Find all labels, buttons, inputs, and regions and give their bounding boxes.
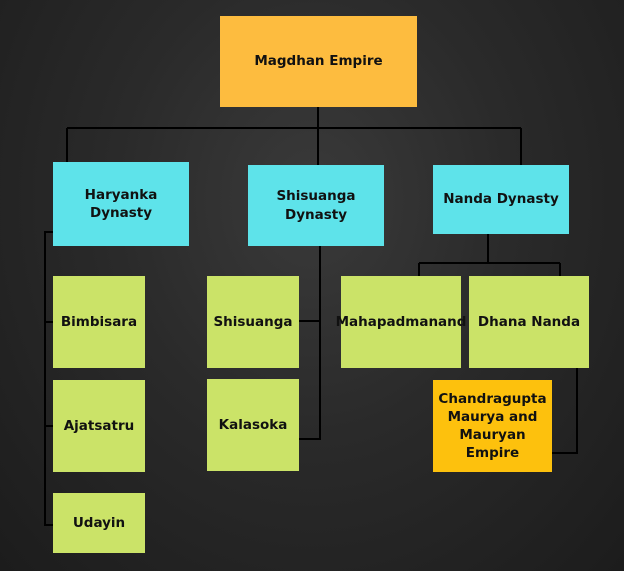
- root-label: Magdhan Empire: [254, 53, 383, 70]
- successor-connector: [552, 368, 578, 454]
- ruler-label: Mahapadmanand: [335, 313, 467, 330]
- ruler-label: Bimbisara: [60, 313, 138, 330]
- successor-label: Chandragupta Maurya and Mauryan Empire: [438, 390, 547, 462]
- ruler-label: Shisuanga: [213, 313, 293, 330]
- dynasty-label: Shisuanga Dynasty: [276, 188, 356, 223]
- dynasty-label: Nanda Dynasty: [443, 191, 559, 208]
- ruler-label: Udayin: [72, 514, 126, 531]
- dynasty-shisuanga: Shisuanga Dynasty: [248, 165, 384, 246]
- shisuanga-rulers-connector: [299, 246, 321, 440]
- ruler-shisuanga: Shisuanga: [207, 276, 299, 368]
- ruler-label: Kalasoka: [218, 416, 288, 433]
- ruler-udayin: Udayin: [53, 493, 145, 553]
- ruler-kalasoka: Kalasoka: [207, 379, 299, 471]
- ruler-ajatsatru: Ajatsatru: [53, 380, 145, 472]
- ruler-label: Ajatsatru: [63, 417, 135, 434]
- dynasty-label: Haryanka Dynasty: [84, 186, 158, 221]
- root-magdhan-empire: Magdhan Empire: [220, 16, 417, 107]
- dynasty-haryanka: Haryanka Dynasty: [53, 162, 189, 246]
- ruler-mahapadmanand: Mahapadmanand: [336, 276, 466, 368]
- ruler-dhana-nanda: Dhana Nanda: [469, 276, 589, 368]
- haryanka-rulers-connector: [44, 231, 53, 526]
- ruler-bimbisara: Bimbisara: [53, 276, 145, 368]
- successor-mauryan-empire: Chandragupta Maurya and Mauryan Empire: [433, 380, 552, 472]
- root-to-dynasties-connector: [66, 107, 522, 165]
- ruler-label: Dhana Nanda: [477, 313, 581, 330]
- dynasty-nanda: Nanda Dynasty: [433, 165, 569, 234]
- nanda-rulers-connector: [418, 234, 561, 276]
